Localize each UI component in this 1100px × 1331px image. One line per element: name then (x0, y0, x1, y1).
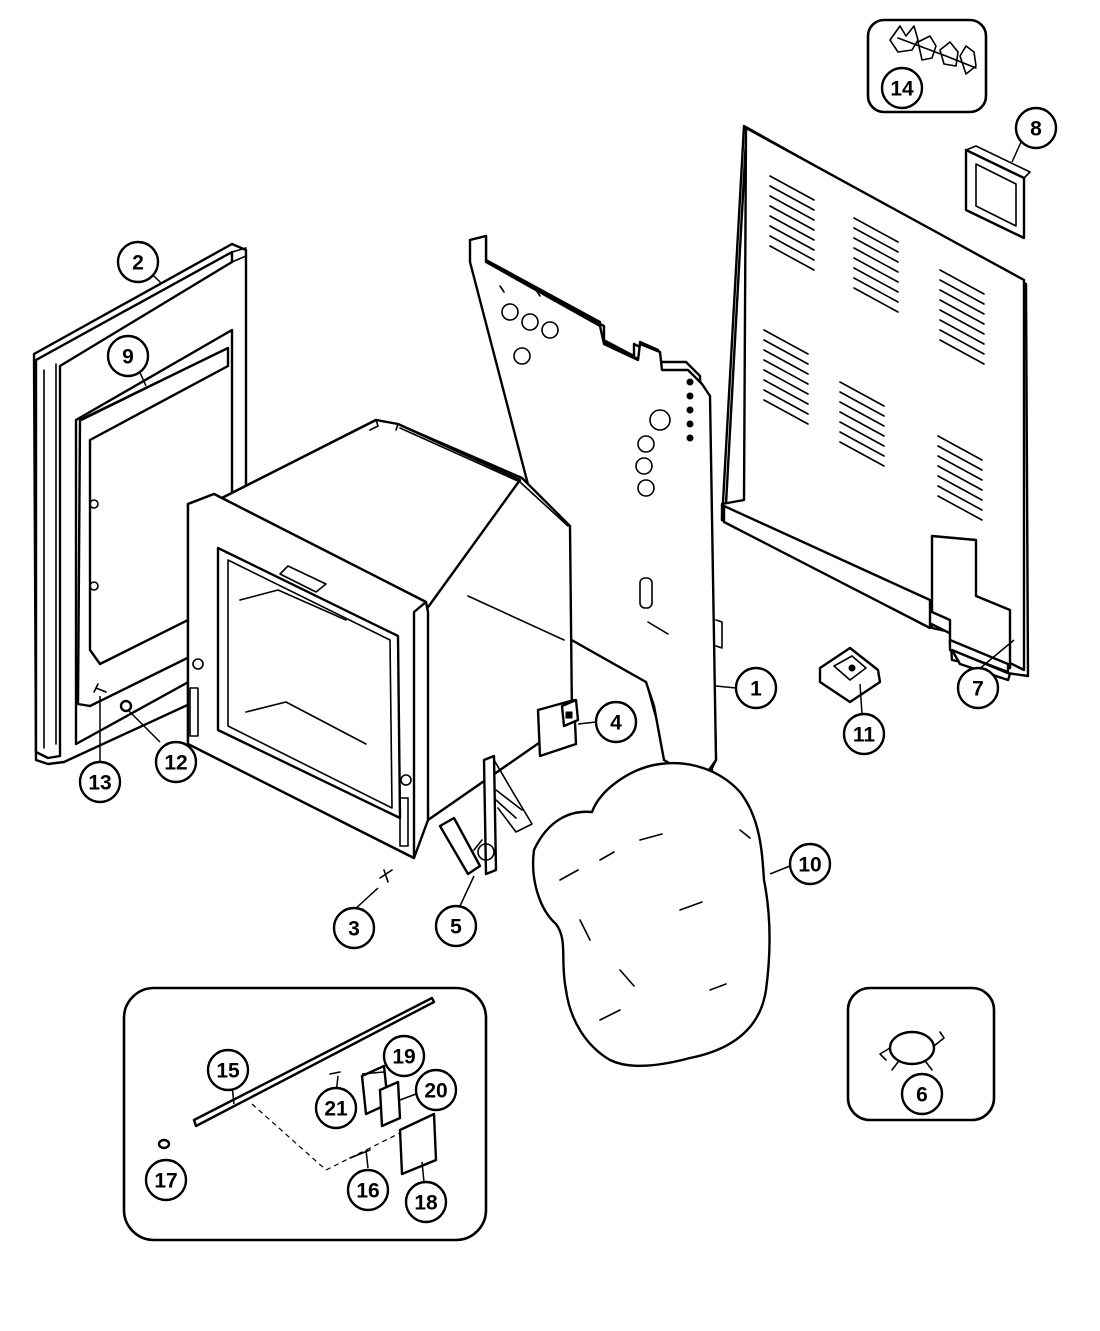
callout-label: 7 (972, 678, 984, 701)
callout-11: 11 (842, 712, 886, 756)
callout-label: 1 (750, 678, 762, 701)
callout-label: 4 (610, 712, 622, 735)
part-8-bracket (964, 145, 1031, 240)
callout-label: 8 (1030, 118, 1042, 141)
callout-5: 5 (434, 904, 478, 948)
callout-15: 15 (206, 1048, 250, 1092)
callout-19: 19 (382, 1034, 426, 1078)
part-5-hinge (438, 754, 533, 876)
part-7-rear-panel (720, 124, 1030, 682)
callout-label: 14 (890, 78, 914, 101)
callout-label: 15 (216, 1060, 240, 1083)
callout-20: 20 (414, 1068, 458, 1112)
callout-label: 21 (324, 1098, 348, 1121)
callout-18: 18 (404, 1180, 448, 1224)
callout-8: 8 (1014, 106, 1058, 150)
callout-16: 16 (346, 1168, 390, 1212)
louvers (763, 175, 985, 521)
callout-label: 11 (853, 724, 876, 747)
callout-label: 16 (356, 1180, 379, 1203)
part-4-clip (536, 698, 580, 758)
callout-6: 6 (900, 1072, 944, 1116)
part-10-insulation (532, 762, 771, 1068)
callout-17: 17 (144, 1158, 188, 1202)
oven-cavity (186, 418, 574, 860)
part-11-bracket (818, 646, 882, 704)
callout-1: 1 (734, 666, 778, 710)
callout-21: 21 (314, 1086, 358, 1130)
callout-label: 12 (164, 752, 187, 775)
leader-lines (99, 139, 1023, 1183)
callout-label: 17 (154, 1170, 177, 1193)
callout-label: 6 (916, 1084, 928, 1107)
callout-14: 14 (880, 66, 924, 110)
callout-label: 13 (88, 772, 111, 795)
callout-label: 20 (424, 1080, 447, 1103)
callout-12: 12 (154, 740, 198, 784)
callout-label: 5 (450, 916, 462, 939)
part-12-13-fasteners (93, 683, 393, 883)
callout-label: 2 (132, 252, 144, 275)
callout-13: 13 (78, 760, 122, 804)
callout-4: 4 (594, 700, 638, 744)
callout-label: 18 (414, 1192, 438, 1215)
callout-3: 3 (332, 906, 376, 950)
callout-10: 10 (788, 842, 832, 886)
callout-9: 9 (106, 334, 150, 378)
callout-label: 9 (122, 346, 134, 369)
callout-label: 10 (798, 854, 821, 877)
callout-7: 7 (956, 666, 1000, 710)
callout-label: 19 (392, 1046, 415, 1069)
callout-2: 2 (116, 240, 160, 284)
inset-part-6 (846, 986, 996, 1122)
callout-label: 3 (348, 918, 360, 941)
